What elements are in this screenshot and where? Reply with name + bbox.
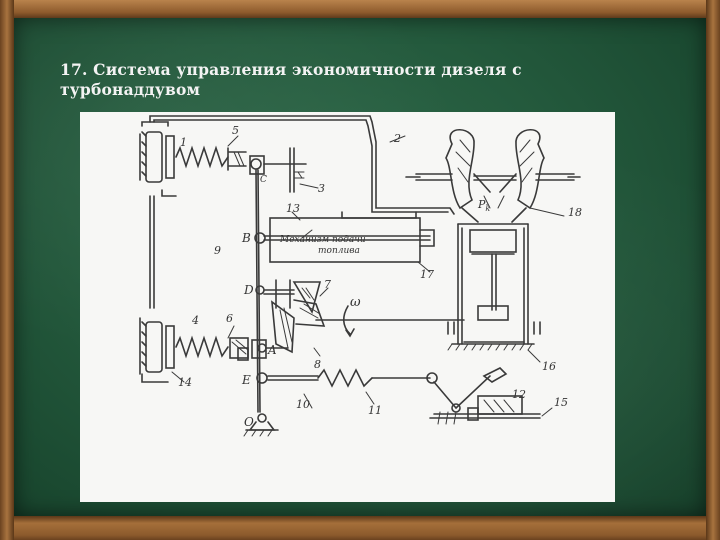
turbocharger-18 bbox=[405, 129, 581, 223]
label-7: 7 bbox=[324, 278, 331, 291]
joint-b bbox=[254, 232, 266, 244]
cam-8 bbox=[271, 300, 295, 354]
label-17: 17 bbox=[420, 268, 434, 281]
label-5: 5 bbox=[232, 124, 239, 137]
label-4: 4 bbox=[191, 314, 199, 327]
label-12: 12 bbox=[512, 388, 526, 401]
label-9: 9 bbox=[214, 244, 221, 257]
frame-top-rail bbox=[0, 0, 720, 18]
frame-left-rail bbox=[0, 0, 14, 540]
slide-title: 17. Система управления экономичности диз… bbox=[60, 60, 522, 99]
joint-e bbox=[256, 372, 268, 384]
label-8: 8 bbox=[314, 358, 321, 371]
pressure-tube-2 bbox=[149, 115, 455, 215]
label-omega: ω bbox=[350, 295, 361, 310]
label-13: 13 bbox=[286, 202, 300, 215]
label-3: 3 bbox=[318, 182, 325, 195]
label-b: B bbox=[241, 231, 251, 245]
main-lever-9 bbox=[257, 169, 261, 413]
frame-right-rail bbox=[706, 0, 720, 540]
diagram-paper: 1 5 2 3 C 13 B 9 Механизм подачи топлива… bbox=[80, 112, 615, 502]
label-16: 16 bbox=[542, 360, 556, 373]
engine-cylinder-16 bbox=[447, 223, 541, 351]
upper-bellows bbox=[139, 121, 177, 197]
box-text-line2: топлива bbox=[318, 246, 360, 256]
joint-c bbox=[250, 158, 262, 170]
label-a: A bbox=[267, 343, 277, 357]
lower-bellows bbox=[139, 195, 175, 383]
label-14: 14 bbox=[178, 376, 192, 389]
label-1: 1 bbox=[180, 136, 187, 149]
frame-bottom-rail bbox=[0, 516, 720, 540]
joint-o bbox=[257, 413, 267, 423]
box-text-line1: Механизм подачи bbox=[279, 235, 366, 245]
governor-12 bbox=[429, 395, 541, 425]
spring-5 bbox=[175, 145, 229, 169]
label-10: 10 bbox=[296, 398, 310, 411]
label-pk: Pk bbox=[477, 198, 490, 213]
control-system-diagram: 1 5 2 3 C 13 B 9 Механизм подачи топлива… bbox=[139, 115, 582, 437]
label-2: 2 bbox=[393, 132, 401, 145]
label-15: 15 bbox=[554, 396, 568, 409]
label-11: 11 bbox=[368, 404, 382, 417]
label-d: D bbox=[243, 283, 254, 297]
label-c: C bbox=[260, 175, 267, 185]
spring-11 bbox=[317, 368, 373, 388]
label-18: 18 bbox=[568, 206, 582, 219]
label-6: 6 bbox=[226, 312, 233, 325]
label-e: E bbox=[241, 373, 251, 387]
label-o: O bbox=[244, 415, 254, 429]
spring-6 bbox=[175, 335, 229, 359]
